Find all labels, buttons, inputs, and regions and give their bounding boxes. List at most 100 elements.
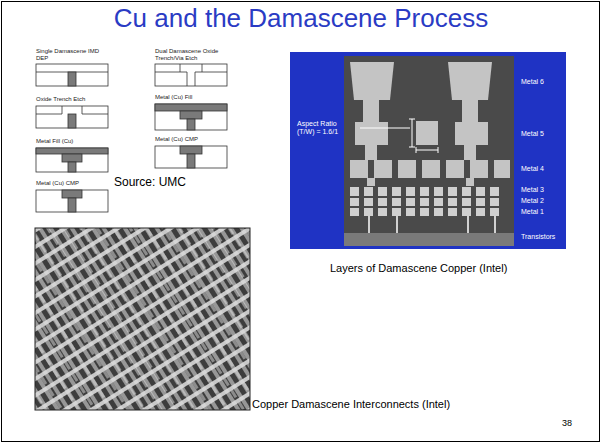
page-number: 38 (562, 418, 592, 428)
illustration-g (350, 187, 499, 216)
illustration-line (494, 216, 496, 233)
illustration-rect (446, 160, 464, 178)
illustration-rect (364, 187, 373, 196)
illustration-rect (36, 148, 108, 154)
illustration-rect (464, 145, 476, 160)
illustration-rect (350, 160, 368, 178)
illustration-rect (350, 198, 359, 206)
illustration-rect (406, 198, 415, 206)
illustration-rect (62, 190, 82, 198)
illustration-rect (434, 198, 443, 206)
illustration-line (416, 147, 417, 153)
illustration-rect (68, 72, 76, 86)
layer-label: Metal 6 (521, 78, 565, 86)
illustration-rect (378, 187, 387, 196)
illustration-line (438, 147, 439, 153)
illustration-rect (36, 106, 108, 128)
illustration-rect (490, 187, 499, 196)
illustration-line (416, 150, 438, 151)
step-label: Oxide Trench Etch (36, 96, 116, 103)
illustration-g (369, 216, 495, 233)
illustration-rect (448, 198, 457, 206)
illustration-polyline (202, 72, 227, 73)
illustration-line (409, 147, 415, 148)
illustration-rect (374, 160, 392, 178)
illustration-rect (420, 187, 429, 196)
illustration-rect (155, 104, 227, 111)
illustration-rect (367, 178, 375, 186)
illustration-rect (187, 119, 195, 130)
step-label: Metal (Cu) CMP (155, 136, 235, 143)
illustration-rect (494, 160, 510, 178)
illustration-rect (155, 146, 227, 168)
illustration-line (409, 119, 415, 120)
illustration-rect (476, 187, 485, 196)
illustration-g (155, 64, 227, 168)
illustration-rect (344, 233, 514, 246)
illustration-line (360, 128, 410, 129)
illustration-rect (180, 111, 202, 119)
illustration-rect (398, 160, 416, 178)
illustration-g (350, 62, 510, 186)
illustration-rect (462, 208, 471, 216)
illustration-polyline (36, 106, 62, 114)
layer-label: Metal 1 (521, 208, 565, 216)
illustration-rect (36, 64, 108, 86)
illustration-rect (448, 208, 457, 216)
layer-label: Metal 5 (521, 130, 565, 138)
illustration-line (396, 216, 398, 233)
step-label: Single Damascene IMD DEP (36, 48, 106, 62)
illustration-rect (68, 198, 76, 212)
illustration-rect (434, 208, 443, 216)
illustration-rect (68, 114, 76, 128)
figure-caption: Layers of Damascene Copper (Intel) (330, 262, 570, 275)
layer-label: Metal 4 (521, 165, 565, 173)
illustration-line (467, 216, 469, 233)
illustration-rect (490, 208, 499, 216)
illustration-rect (462, 187, 471, 196)
illustration-rect (290, 52, 566, 249)
illustration-rect (355, 122, 388, 145)
dimension-label: Aspect Ratio (T/W) = 1.6/1 (297, 120, 355, 136)
illustration-rect (476, 208, 485, 216)
illustration-rect (155, 104, 227, 130)
illustration-polyline (155, 72, 180, 73)
source-note: Source: UMC (114, 176, 234, 190)
illustration-rect (416, 121, 438, 145)
illustration-rect (462, 100, 478, 122)
illustration-rect (406, 187, 415, 196)
layer-label: Transistors (521, 233, 565, 241)
illustration-rect (378, 198, 387, 206)
illustration-rect (36, 190, 108, 212)
illustration-rect (378, 208, 387, 216)
illustration-rect (470, 160, 488, 178)
illustration-rect (36, 148, 108, 172)
illustration-g (360, 119, 438, 153)
illustration-rect (364, 208, 373, 216)
illustration-rect (420, 208, 429, 216)
step-label: Dual Damascene Oxide Trench/Via Etch (155, 48, 235, 62)
illustration-rect (364, 198, 373, 206)
illustration-rect (392, 187, 401, 196)
illustration-rect (476, 198, 485, 206)
illustration-rect (180, 146, 202, 154)
figure-caption: Copper Damascene Interconnects (Intel) (252, 398, 492, 411)
illustration-rect (392, 198, 401, 206)
illustration-polyline (195, 64, 202, 86)
illustration-polyline (82, 106, 108, 114)
illustration-rect (350, 208, 359, 216)
illustration-g (35, 228, 250, 410)
illustration-rect (344, 56, 514, 246)
illustration-rect (448, 187, 457, 196)
layer-label: Metal 3 (521, 186, 565, 194)
illustration-rect (155, 64, 227, 86)
illustration-rect (35, 228, 250, 410)
step-label: Metal (Cu) CMP (36, 180, 116, 187)
illustration-rect (365, 145, 377, 160)
illustration-rect (466, 178, 474, 186)
illustration-rect (35, 228, 250, 410)
illustration-rect (434, 187, 443, 196)
